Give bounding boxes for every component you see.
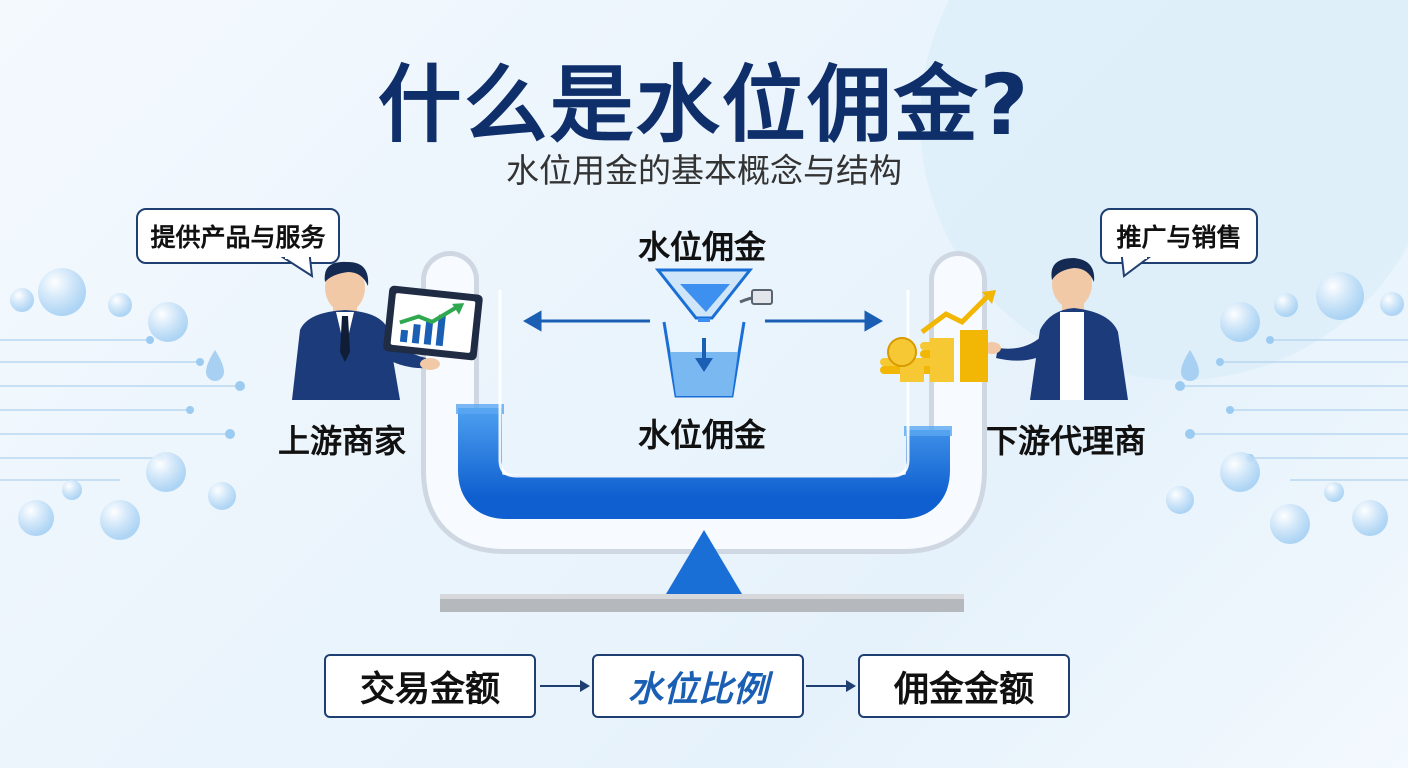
formula-text-commission: 佣金金额 [893,669,1034,710]
speech-tail-agent [1120,256,1151,278]
left-line-dots [146,336,245,462]
formula-text-transaction: 交易金额 [359,669,500,710]
speech-text-merchant: 提供产品与服务 [150,223,326,252]
water-drop-icon [206,350,224,381]
tablet-chart-icon [383,285,483,370]
speech-text-agent: 推广与销售 [1116,223,1242,252]
formula-box-transaction: 交易金额 [324,654,536,718]
merchant-label: 上游商家 [278,422,407,460]
agent-label: 下游代理商 [986,422,1147,460]
left-circuit-lines [0,339,240,481]
arrow-icon [806,680,856,692]
formula-box-ratio: 水位比例 [592,654,804,718]
fulcrum-triangle [666,530,742,594]
formula-box-commission: 佣金金额 [858,654,1070,718]
arrow-icon [540,680,590,692]
page-title: 什么是水位佣金? [377,56,1031,154]
agent-businessman-icon [983,258,1128,400]
center-arrows [522,310,884,332]
center-top-label: 水位佣金 [638,228,767,266]
speech-tail-merchant [280,256,314,278]
faucet-icon [739,289,773,305]
water-drop-icon [1181,350,1199,381]
center-bottom-label: 水位佣金 [638,416,767,454]
speech-bubble-merchant: 提供产品与服务 [136,208,340,264]
speech-bubble-agent: 推广与销售 [1100,208,1258,264]
coins-chart-icon [880,290,996,382]
left-bubbles [10,268,236,540]
cup-icon [662,321,746,398]
right-circuit-lines [1180,339,1408,481]
funnel-icon [654,268,754,340]
u-tube-water [458,408,950,519]
page-subtitle: 水位用金的基本概念与结构 [506,151,902,190]
formula-text-ratio: 水位比例 [627,669,768,710]
right-bubbles [1166,272,1404,544]
